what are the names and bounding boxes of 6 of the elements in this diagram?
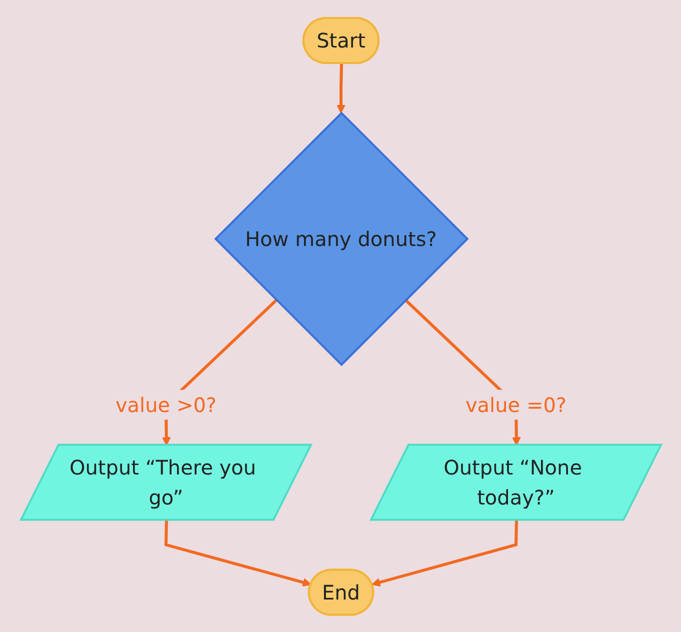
node-diamond: How many donuts? [214, 111, 468, 366]
arrow [164, 520, 311, 586]
arrow [371, 520, 518, 586]
edge-label: value >0? [114, 392, 216, 416]
edge-label: value =0? [464, 392, 566, 416]
arrow [336, 63, 345, 113]
